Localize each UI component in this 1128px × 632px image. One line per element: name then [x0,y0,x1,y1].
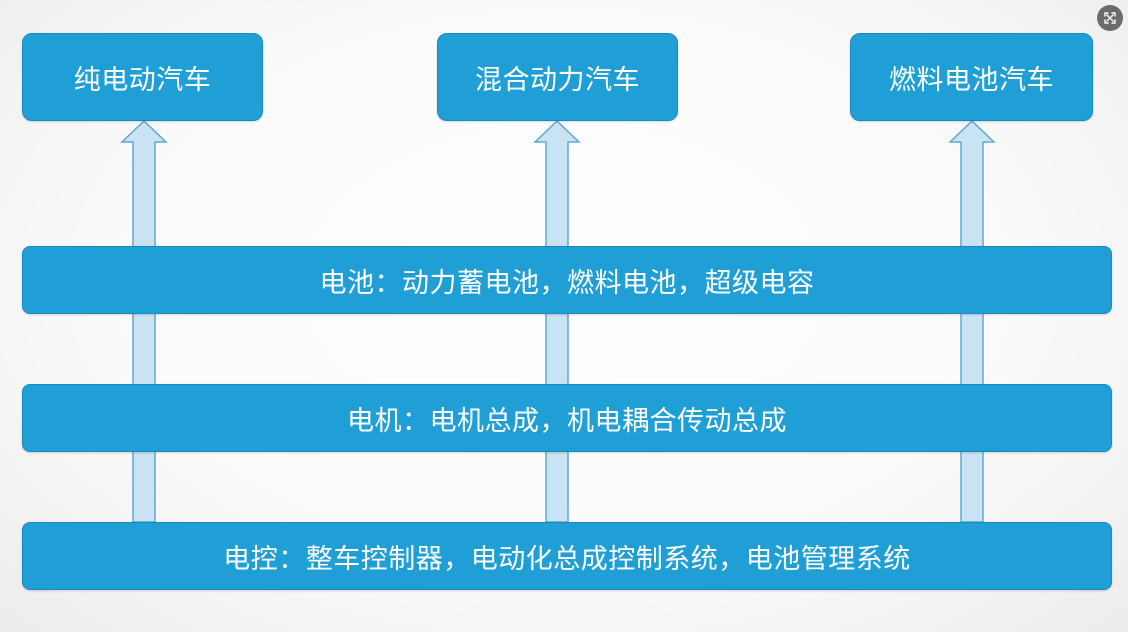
arrow-up-fcev [948,119,996,523]
layer-bar-motor: 电机：电机总成，机电耦合传动总成 [22,384,1112,452]
close-button[interactable] [1097,5,1123,31]
vehicle-label-bev: 纯电动汽车 [73,64,212,96]
arrow-up-hev [533,119,581,523]
layer-label-motor: 电机：电机总成，机电耦合传动总成 [347,405,787,437]
layer-label-control: 电控：整车控制器，电动化总成控制系统，电池管理系统 [223,543,911,575]
layer-bar-battery: 电池：动力蓄电池，燃料电池，超级电容 [22,246,1112,314]
vehicle-label-fcev: 燃料电池汽车 [889,64,1054,96]
vehicle-box-hev: 混合动力汽车 [437,33,678,121]
arrow-up-bev [120,119,168,523]
layer-bar-control: 电控：整车控制器，电动化总成控制系统，电池管理系统 [22,522,1112,590]
vehicle-box-bev: 纯电动汽车 [22,33,263,121]
close-icon [1104,12,1116,24]
layer-label-battery: 电池：动力蓄电池，燃料电池，超级电容 [319,267,815,299]
vehicle-box-fcev: 燃料电池汽车 [850,33,1093,121]
vehicle-label-hev: 混合动力汽车 [475,64,640,96]
